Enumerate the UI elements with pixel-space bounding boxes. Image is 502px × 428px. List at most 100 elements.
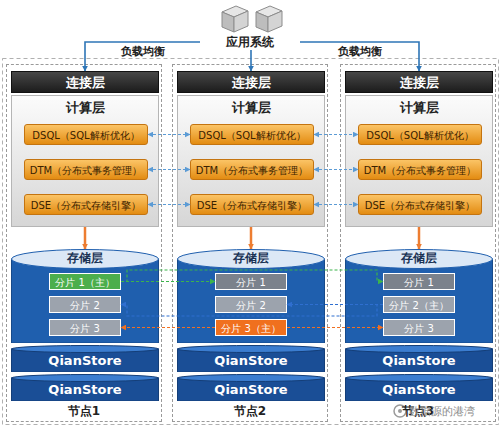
node-text: DSQL（SQL解析优化） [191,125,313,146]
node-text: QianStore [177,349,325,372]
connector [121,327,215,328]
storage-layer: 存储层分片 1分片 2（主）分片 3 [345,249,493,343]
node-text: DTM（分布式事务管理） [191,160,313,181]
node-text: 连接层 [12,72,158,94]
connector [85,42,200,71]
node-text: DSE（分布式存储引擎） [191,195,313,216]
cylinder-body [178,259,325,343]
shard-box: 分片 2 [215,296,287,313]
watermark-logo-dot [398,409,402,413]
cylinder-top [178,250,325,269]
engine-box: DSQL（SQL解析优化） [358,124,482,145]
band-top [346,346,493,353]
connector [314,169,358,170]
node-text: 连接层 [178,72,324,94]
server-front [234,11,248,32]
band-top [12,375,159,382]
qianstore-disk: QianStore [11,374,159,401]
server-front [268,11,282,32]
engine-box: DTM（分布式事务管理） [190,159,314,180]
cylinder-top [346,250,493,269]
node-text: 分片 2（主） [384,297,454,314]
node-text: 分片 1 [216,274,286,291]
engine-box: DTM（分布式事务管理） [24,159,148,180]
node-text: 节点2 [173,403,327,419]
outer-frame [3,59,499,425]
shard-box: 分片 1 [383,273,455,290]
server-side [256,12,268,32]
server-icon [222,6,248,32]
qianstore-disk: QianStore [345,374,493,401]
cylinder-top [12,250,159,269]
band-top [346,375,493,382]
node-text: DTM（分布式事务管理） [359,160,481,181]
node-text: QianStore [345,378,493,401]
app-system: 应用系统 [200,34,300,50]
shard-box: 分片 3（主） [215,319,287,336]
engine-box: DSE（分布式存储引擎） [24,194,148,215]
node-text: 节点3 [341,403,495,419]
node-text: DTM（分布式事务管理） [25,160,147,181]
compute-layer: 计算层 DSQL（SQL解析优化） DTM（分布式事务管理） DSE（分布式存储引擎） [177,95,325,227]
node-text: 存储层 [345,250,493,267]
node-text: 节点1 [7,403,161,419]
connector [250,50,252,71]
connection-layer: 连接层 [345,71,493,93]
node-text: 分片 2 [216,297,286,314]
node-text: DSE（分布式存储引擎） [359,195,481,216]
storage-layer: 存储层分片 1（主）分片 2分片 3 [11,249,159,343]
storage-layer: 存储层分片 1 分片 2 分片 3（主） [177,249,325,343]
engine-box: DSE（分布式存储引擎） [190,194,314,215]
edge-label: 负载均衡 [338,44,382,59]
node-text: QianStore [11,349,159,372]
qianstore-disk: QianStore [177,374,325,401]
node-text: DSQL（SQL解析优化） [359,125,481,146]
shard-box: 分片 1 [215,273,287,290]
node-text: 计算层 [346,99,492,117]
qianstore-disk: QianStore [345,345,493,372]
server-icon [256,6,282,32]
node-text: 分片 2 [50,297,120,314]
connector [148,134,190,135]
compute-layer: 计算层 DSQL（SQL解析优化） DTM（分布式事务管理） DSE（分布式存储引擎） [345,95,493,227]
engine-box: DSQL（SQL解析优化） [24,124,148,145]
connector [121,281,215,282]
node-column: 节点1 连接层计算层 DSQL（SQL解析优化） DTM（分布式事务管理） DSE（分布… [6,64,162,422]
connector [418,227,421,249]
shard-box: 分片 3 [49,319,121,336]
node-text: 存储层 [177,250,325,267]
node-text: DSQL（SQL解析优化） [25,125,147,146]
node-text: 应用系统 [200,34,300,50]
connector [300,42,419,71]
connector [314,134,358,135]
edge-label: 负载均衡 [121,44,165,59]
connector [314,204,358,205]
cylinder-body [12,259,159,343]
band-top [12,346,159,353]
qianstore-disk: QianStore [11,345,159,372]
node-text: 分片 1（主） [50,274,120,291]
node-text: 计算层 [178,99,324,117]
shard-box: 分片 2 [49,296,121,313]
connector [250,227,253,249]
server-side [222,12,234,32]
node-column: 节点2 连接层计算层 DSQL（SQL解析优化） DTM（分布式事务管理） DSE（分布… [172,64,328,422]
node-column: 节点3 连接层计算层 DSQL（SQL解析优化） DTM（分布式事务管理） DSE（分布… [340,64,496,422]
engine-box: DTM（分布式事务管理） [358,159,482,180]
node-text: 计算层 [12,99,158,117]
band-top [178,375,325,382]
node-text: 分片 3 [50,320,120,337]
node-text: 分片 3（主） [216,320,286,337]
cylinder-body [346,259,493,343]
shard-box: 分片 1（主） [49,273,121,290]
connection-layer: 连接层 [177,71,325,93]
node-text: QianStore [11,378,159,401]
node-text: DSE（分布式存储引擎） [25,195,147,216]
connector [148,204,190,205]
node-text: 连接层 [346,72,492,94]
node-text: QianStore [177,378,325,401]
qianstore-disk: QianStore [177,345,325,372]
connector [121,270,383,282]
